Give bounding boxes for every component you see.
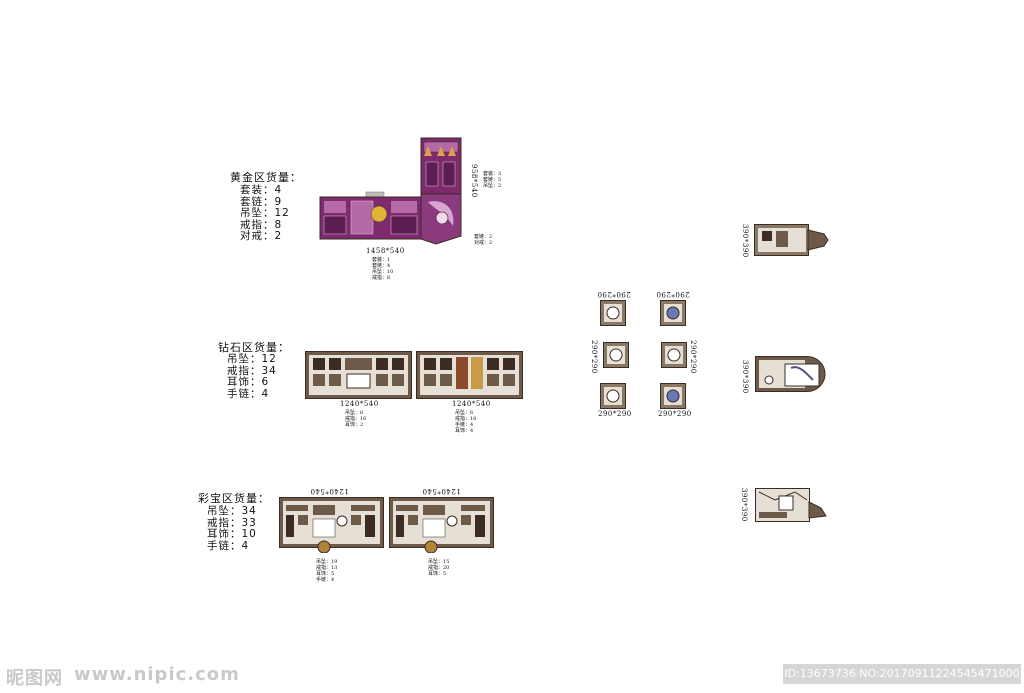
small-unit-1 bbox=[600, 300, 626, 326]
gold-side-dimension: 958*540 bbox=[470, 164, 478, 198]
note-line: 套装：3 bbox=[483, 171, 502, 177]
colored-zone-stock-list: 吊坠：34 戒指：33 耳饰：10 手链：4 bbox=[207, 505, 257, 552]
colored-counter-2-notes: 吊坠：15 戒指：20 耳饰：5 bbox=[428, 559, 449, 577]
small-unit-1-dimension: 290*290 bbox=[597, 290, 631, 298]
colored-counter-1 bbox=[279, 497, 384, 553]
diamond-counter-1 bbox=[305, 351, 412, 399]
gold-main-dimension: 1458*540 bbox=[366, 247, 405, 255]
side-unit-3 bbox=[755, 488, 827, 522]
gold-counter-plan bbox=[319, 137, 462, 245]
note-line: 套链：4 bbox=[372, 263, 391, 269]
side-unit-1 bbox=[754, 224, 829, 256]
stock-item: 吊坠：12 bbox=[227, 353, 277, 365]
note-line: 耳饰：5 bbox=[428, 571, 447, 577]
small-unit-5 bbox=[600, 383, 626, 409]
stock-item: 手链：4 bbox=[227, 387, 270, 400]
side-unit-1-dimension: 390*390 bbox=[741, 224, 749, 258]
note-line: 戒指：18 bbox=[455, 416, 477, 422]
note-line: 对戒：2 bbox=[474, 240, 493, 246]
side-unit-3-dimension: 390*390 bbox=[740, 488, 748, 522]
small-unit-3 bbox=[603, 342, 629, 368]
note-line: 耳饰：5 bbox=[316, 571, 335, 577]
stock-item: 对戒：2 bbox=[240, 230, 283, 242]
small-unit-2 bbox=[660, 300, 686, 326]
colored-counter-1-dimension: 1240*540 bbox=[310, 487, 349, 495]
stock-item: 戒指：33 bbox=[207, 516, 257, 529]
gold-side-notes: 套装：3 套链：5 吊坠：2 bbox=[483, 171, 501, 189]
small-unit-4-dimension: 290*290 bbox=[689, 340, 697, 374]
note-line: 套链：5 bbox=[483, 177, 502, 183]
gold-zone-heading: 黄金区货量： bbox=[230, 171, 302, 184]
note-line: 手链：4 bbox=[455, 422, 474, 428]
small-unit-5-dimension: 290*290 bbox=[598, 410, 632, 418]
stock-item: 套链：9 bbox=[240, 195, 283, 208]
diamond-counter-1-notes: 吊坠：6 戒指：16 耳饰：2 bbox=[345, 410, 366, 428]
colored-counter-2 bbox=[389, 497, 494, 553]
stock-item: 戒指：8 bbox=[240, 218, 283, 231]
watermark-logo: 昵图网 bbox=[6, 668, 63, 689]
watermark-id: ID:13673736 NO:20170911224545471000 bbox=[783, 664, 1021, 684]
note-line: 吊坠：15 bbox=[428, 559, 450, 565]
note-line: 吊坠：19 bbox=[316, 559, 338, 565]
note-line: 戒指：20 bbox=[428, 565, 450, 571]
note-line: 戒指：16 bbox=[345, 416, 367, 422]
note-line: 手链：4 bbox=[316, 577, 335, 583]
stock-item: 手链：4 bbox=[207, 539, 250, 552]
side-unit-2-dimension: 390*390 bbox=[741, 360, 749, 394]
colored-counter-1-notes: 吊坠：19 戒指：13 耳饰：5 手链：4 bbox=[316, 559, 337, 583]
note-line: 吊坠：6 bbox=[345, 410, 364, 416]
small-unit-4 bbox=[661, 342, 687, 368]
side-unit-2 bbox=[755, 356, 826, 392]
stock-item: 吊坠：34 bbox=[207, 505, 257, 517]
note-line: 耳饰：4 bbox=[455, 428, 474, 434]
note-line: 套装：1 bbox=[372, 257, 391, 263]
colored-zone-heading: 彩宝区货量： bbox=[198, 492, 270, 505]
small-unit-6-dimension: 290*290 bbox=[658, 410, 692, 418]
gold-main-notes: 套装：1 套链：4 吊坠：10 戒指：8 bbox=[372, 257, 393, 281]
note-line: 吊坠：2 bbox=[483, 183, 502, 189]
small-unit-6 bbox=[660, 383, 686, 409]
diamond-counter-2-dimension: 1240*540 bbox=[452, 400, 491, 408]
note-line: 戒指：13 bbox=[316, 565, 338, 571]
diamond-counter-2-notes: 吊坠：6 戒指：18 手链：4 耳饰：4 bbox=[455, 410, 476, 434]
stock-item: 吊坠：12 bbox=[240, 207, 290, 219]
diamond-zone-heading: 钻石区货量： bbox=[218, 341, 290, 354]
gold-zone-stock-list: 套装：4 套链：9 吊坠：12 戒指：8 对戒：2 bbox=[240, 184, 290, 243]
note-line: 吊坠：10 bbox=[372, 269, 394, 275]
stock-item: 套装：4 bbox=[240, 184, 283, 196]
stock-item: 耳饰：6 bbox=[227, 376, 270, 388]
diamond-counter-1-dimension: 1240*540 bbox=[340, 400, 379, 408]
note-line: 耳饰：2 bbox=[345, 422, 364, 428]
diamond-zone-stock-list: 吊坠：12 戒指：34 耳饰：6 手链：4 bbox=[227, 353, 277, 400]
diamond-counter-2 bbox=[416, 351, 523, 399]
colored-counter-2-dimension: 1240*540 bbox=[422, 487, 461, 495]
watermark-url: www.nipic.com bbox=[74, 664, 240, 685]
gold-side-notes-2: 套链：2 对戒：2 bbox=[474, 234, 492, 246]
note-line: 戒指：8 bbox=[372, 275, 391, 281]
note-line: 吊坠：6 bbox=[455, 410, 474, 416]
stock-item: 耳饰：10 bbox=[207, 528, 257, 540]
small-unit-2-dimension: 290*290 bbox=[656, 290, 690, 298]
stock-item: 戒指：34 bbox=[227, 364, 277, 377]
note-line: 套链：2 bbox=[474, 234, 493, 240]
small-unit-3-dimension: 290*290 bbox=[590, 340, 598, 374]
